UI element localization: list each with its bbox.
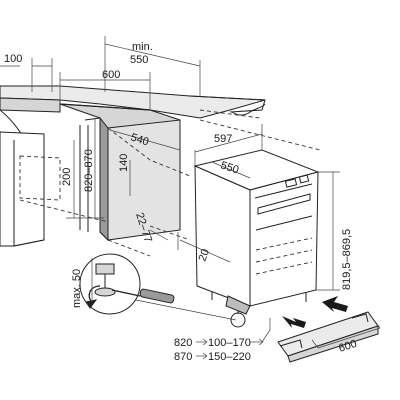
appliance (193, 149, 320, 315)
worktop (0, 85, 266, 136)
dim-20: 20 (177, 232, 231, 263)
dim-540: 540 (109, 129, 181, 151)
dim-140: 140 (118, 154, 131, 196)
insert-arrows (282, 296, 348, 328)
dim-left-verticals: 200 820–870 (61, 118, 104, 219)
dim-600-bottom-label: 600 (337, 338, 358, 355)
dim-max-50-label: max. 50 (71, 269, 83, 308)
dim-600-top-label: 600 (102, 69, 120, 81)
left-cabinet (0, 131, 61, 247)
dim-540-label: 540 (129, 131, 150, 148)
dim-20-label: 20 (197, 247, 212, 263)
height-table: 820 100–170 870 150–220 (174, 318, 271, 363)
dim-min-550-label: 550 (130, 54, 148, 66)
dim-200-label: 200 (61, 168, 73, 186)
row2-a: 870 (174, 351, 192, 363)
dim-820-870-label: 820–870 (83, 149, 95, 192)
dim-min-550: min. 550 (104, 36, 201, 96)
dim-appliance-height-label: 819,5–869,5 (341, 229, 353, 290)
dim-550-appliance: 550 (211, 159, 251, 179)
dim-100: 100 (0, 53, 53, 92)
dim-140-label: 140 (118, 154, 130, 172)
dim-597-label: 597 (214, 133, 232, 145)
row1-b: 100–170 (208, 337, 251, 349)
dim-600-bottom: 600 (311, 319, 381, 355)
dim-550-appliance-label: 550 (219, 159, 240, 176)
dim-597: 597 (194, 124, 263, 166)
row1-a: 820 (174, 337, 192, 349)
dim-min-label: min. (132, 41, 153, 53)
row2-b: 150–220 (208, 351, 251, 363)
adjust-detail: max. 50 (71, 253, 246, 328)
construction-lines (19, 109, 321, 257)
plinth-panel (277, 311, 379, 363)
dim-100-label: 100 (4, 53, 22, 65)
dim-600-top: 600 (59, 69, 151, 110)
dim-appliance-height: 819,5–869,5 (316, 171, 353, 291)
niche (59, 103, 181, 242)
